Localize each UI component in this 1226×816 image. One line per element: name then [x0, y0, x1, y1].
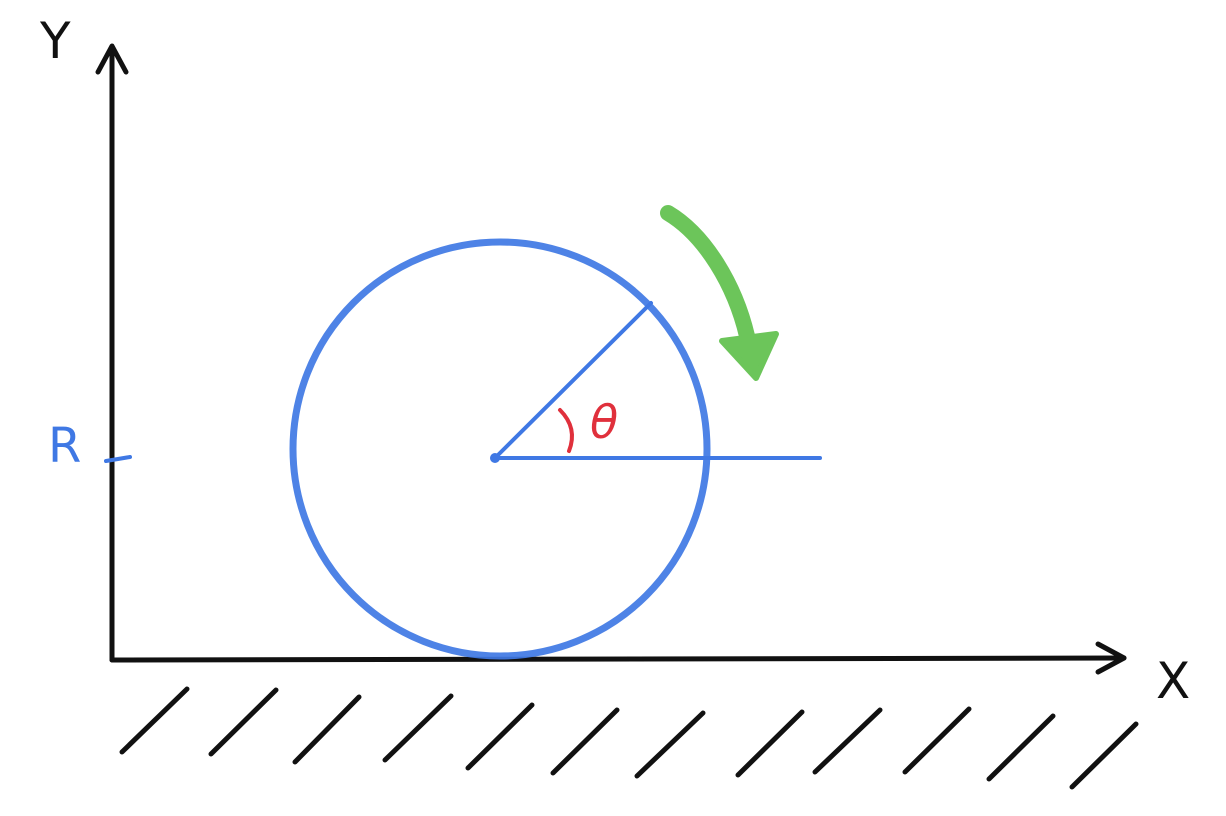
radius-tick	[104, 455, 132, 463]
radius-label: R	[48, 418, 81, 474]
hatch-line	[986, 713, 1056, 782]
radius-line	[493, 301, 653, 460]
hatch-line	[550, 707, 620, 776]
hatch-line	[812, 707, 883, 775]
hatch-line	[902, 706, 972, 775]
hatch-line	[1069, 721, 1139, 790]
hatch-line	[465, 702, 535, 771]
hatch-line	[119, 686, 190, 755]
y-axis	[95, 43, 129, 663]
y-axis-label: Y	[39, 12, 71, 70]
ground-hatching	[119, 686, 1139, 790]
x-axis-label: X	[1156, 652, 1190, 710]
x-axis	[109, 641, 1127, 675]
hatch-line	[292, 694, 362, 765]
wheel-circle	[289, 238, 711, 660]
rotation-arrow	[660, 205, 779, 381]
hatch-line	[208, 687, 279, 757]
hatch-line	[735, 709, 805, 778]
hatch-line	[382, 693, 454, 763]
angle-label: θ	[590, 395, 618, 449]
angle-arc	[558, 408, 574, 453]
hatch-line	[634, 710, 706, 779]
